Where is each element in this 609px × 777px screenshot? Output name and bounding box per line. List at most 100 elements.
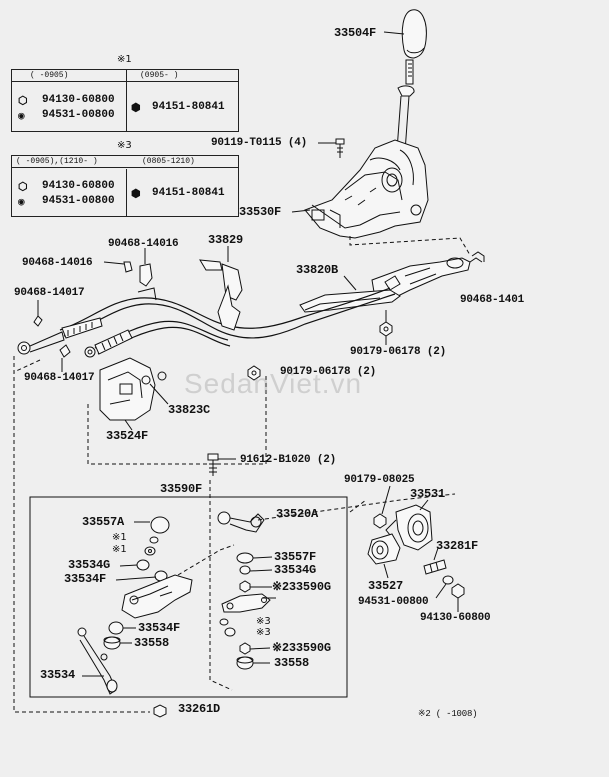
clip-90468-14017-lower-icon — [59, 344, 71, 358]
clip-90468-14016-icon — [123, 261, 157, 301]
label-33590g-lower: ※233590G — [272, 641, 331, 655]
base-plate-33820b-icon — [299, 289, 401, 313]
label-33534f-left: 33534F — [64, 572, 107, 586]
bushing-33534g-left-icon — [136, 559, 150, 571]
table1-mark: ※1 — [117, 54, 132, 65]
table2-mark: ※3 — [117, 140, 132, 151]
table2-header-right: (0805-1210) — [136, 156, 238, 168]
table1-left-part-1: 94130-60800 — [42, 94, 115, 106]
collar-33527-icon — [367, 533, 401, 565]
table1-header-right: (0905- ) — [126, 70, 238, 82]
table1-right-nut-icon: ⬢ — [131, 103, 141, 115]
label-33281f: 33281F — [436, 539, 479, 553]
nut-90179-right-icon — [379, 321, 393, 337]
cable-end-left-upper-icon — [17, 317, 103, 355]
label-33590g-upper: ※233590G — [272, 580, 331, 594]
table2: ( -0905),(1210- ) (0805-1210) ⬡ 94130-60… — [11, 155, 239, 217]
label-33520a: 33520A — [276, 507, 319, 521]
table2-washer-icon: ◉ — [18, 197, 25, 209]
table2-header-left: ( -0905),(1210- ) — [12, 156, 136, 168]
label-mark1-a: ※1 — [112, 532, 127, 543]
nut-90179-left-icon — [247, 365, 261, 381]
table2-left-part-2: 94531-00800 — [42, 195, 115, 207]
label-33531: 33531 — [410, 487, 446, 501]
nut-33590g-upper-icon — [239, 580, 251, 593]
washer-m1-icon — [149, 536, 159, 544]
table1-right-part-1: 94151-80841 — [152, 101, 225, 113]
label-90179-06178-left: 90179-06178 (2) — [280, 366, 377, 378]
label-33557f: 33557F — [274, 550, 317, 564]
label-33823c: 33823C — [168, 403, 211, 417]
label-94130-60800: 94130-60800 — [420, 612, 491, 624]
label-33534g-left: 33534G — [68, 558, 111, 572]
ball-joint-33520a-icon — [217, 511, 265, 533]
bushing-33558-left-icon — [103, 636, 121, 650]
label-33820b: 33820B — [296, 263, 339, 277]
shift-lever-housing-icon — [304, 139, 429, 239]
label-mark1-b: ※1 — [112, 544, 127, 555]
label-94531-00800: 94531-00800 — [358, 596, 429, 608]
nut-90179-08025-icon — [373, 513, 387, 529]
table1: ( -0905) (0905- ) ⬡ 94130-60800 ◉ 94531-… — [11, 69, 239, 132]
bushing-33558-right-icon — [236, 656, 254, 670]
clip-90468-14017-left-icon — [33, 315, 43, 327]
table1-nut-icon: ⬡ — [18, 96, 28, 108]
label-33534: 33534 — [40, 668, 76, 682]
label-90119-t0115: 90119-T0115 (4) — [211, 137, 308, 149]
nut-33590g-lower-icon — [239, 642, 251, 655]
table2-right-part-1: 94151-80841 — [152, 187, 225, 199]
footnote-mark2: ※2 ( -1008) — [418, 709, 478, 719]
label-33558-left: 33558 — [134, 636, 170, 650]
table1-washer-icon: ◉ — [18, 111, 25, 123]
watermark: SedanViet.vn — [184, 368, 363, 399]
bushing-33557a-icon — [150, 516, 170, 534]
label-90468-14017-left: 90468-14017 — [14, 287, 85, 299]
label-91612-b1020: 91612-B1020 (2) — [240, 454, 337, 466]
bolt-33281f-icon — [423, 559, 447, 575]
label-33557a: 33557A — [82, 515, 125, 529]
washer-m3a-icon — [219, 618, 229, 626]
subassembly-box — [29, 496, 348, 698]
plate-33531-icon — [385, 504, 433, 551]
label-90468-14016-top: 90468-14016 — [108, 238, 179, 250]
shift-knob-icon — [401, 9, 427, 85]
bushing-33534g-right-icon — [239, 565, 251, 575]
shift-rod-33534-icon — [77, 627, 118, 695]
label-33534f-lower: 33534F — [138, 621, 181, 635]
nut-m1-icon — [144, 546, 156, 556]
label-33504f: 33504F — [334, 26, 377, 40]
label-90179-08025: 90179-08025 — [344, 474, 415, 486]
label-90468-14017-lower: 90468-14017 — [24, 372, 95, 384]
label-33527: 33527 — [368, 579, 404, 593]
shift-lever-33534f-right-icon — [221, 593, 271, 613]
table1-header-left: ( -0905) — [12, 70, 126, 82]
table2-left-part-1: 94130-60800 — [42, 180, 115, 192]
nut-94130-right-icon — [451, 583, 465, 599]
label-33829: 33829 — [208, 233, 244, 247]
label-33261d: 33261D — [178, 702, 221, 716]
cable-end-left-lower-icon — [84, 329, 133, 358]
label-mark3-a: ※3 — [256, 616, 271, 627]
bracket-33524f-icon — [99, 357, 167, 421]
bushing-33557f-icon — [236, 552, 254, 564]
label-90179-06178-right: 90179-06178 (2) — [350, 346, 447, 358]
label-90468-1401-right: 90468-1401 — [460, 294, 525, 306]
label-90468-14016-left: 90468-14016 — [22, 257, 93, 269]
washer-94531-right-icon — [442, 575, 454, 585]
label-33524f: 33524F — [106, 429, 149, 443]
bolt-91612-icon — [207, 453, 219, 476]
table2-nut-icon: ⬡ — [18, 182, 28, 194]
label-33534g-right: 33534G — [274, 563, 317, 577]
bushing-33534f-lower-icon — [108, 621, 124, 635]
label-33558-right: 33558 — [274, 656, 310, 670]
table2-right-nut-icon: ⬢ — [131, 189, 141, 201]
clip-33261d-icon — [153, 704, 167, 718]
label-mark3-b: ※3 — [256, 627, 271, 638]
shift-lever-arm-icon — [121, 574, 193, 619]
table1-left-part-2: 94531-00800 — [42, 109, 115, 121]
label-33530f: 33530F — [239, 205, 282, 219]
nut-m3b-icon — [224, 627, 236, 637]
bolt-90119-icon — [335, 138, 345, 158]
